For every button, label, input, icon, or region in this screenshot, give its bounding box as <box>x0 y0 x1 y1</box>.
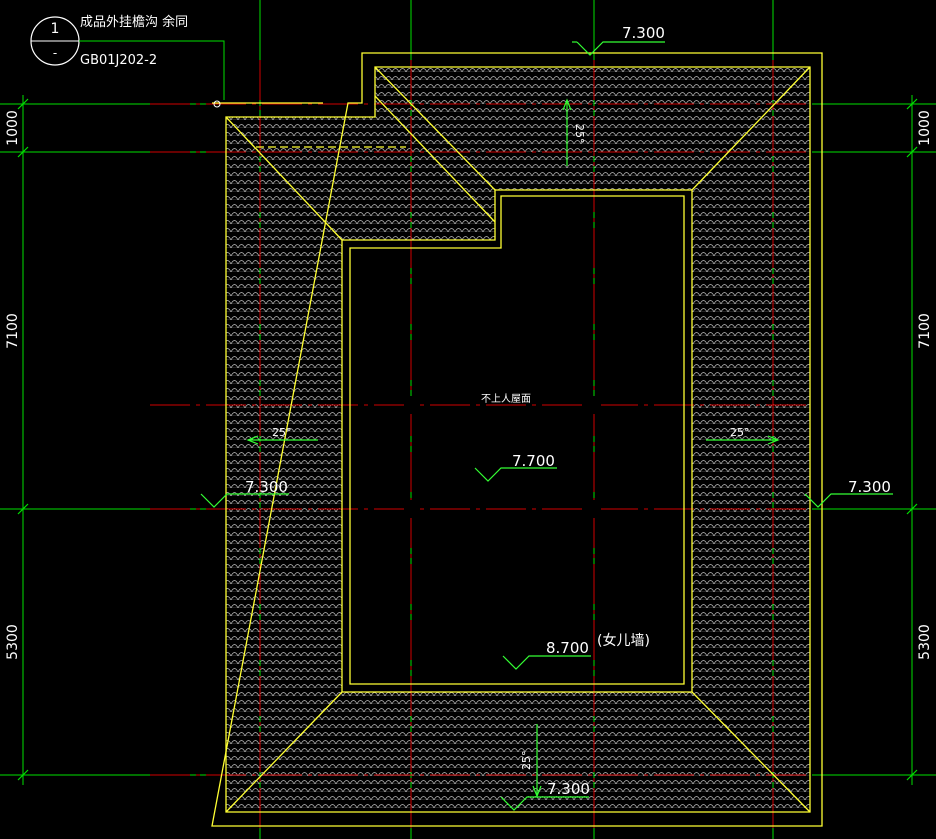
slope-arrow-left: 25° <box>246 426 318 445</box>
callout-number: 1 <box>51 21 60 37</box>
roof-outline <box>211 52 823 827</box>
slope-arrow-right: 25° <box>706 426 780 445</box>
dim-left-2: 7100 <box>5 313 21 349</box>
slope-left-value: 25° <box>272 426 292 439</box>
dimension-ticks <box>17 98 918 781</box>
dim-left-3: 5300 <box>5 624 21 660</box>
elevation-roof-deck-value: 7.700 <box>512 452 555 470</box>
roof-type-label: 不上人屋面 <box>481 393 531 405</box>
elevation-right-value: 7.300 <box>848 478 891 496</box>
elevation-parapet-value: 8.700 <box>546 639 589 657</box>
slope-arrow-bottom: 25° <box>520 724 542 798</box>
elevation-bottom: 7.300 <box>500 780 590 811</box>
dim-right-2: 7100 <box>917 313 933 349</box>
elevation-top: 7.300 <box>572 24 665 56</box>
elevation-top-value: 7.300 <box>622 24 665 42</box>
slope-bottom-value: 25° <box>520 751 533 771</box>
callout-note: 成品外挂檐沟 余同 <box>80 14 188 30</box>
right-dimension-labels: 1000 7100 5300 <box>917 110 933 660</box>
elevation-left: 7.300 <box>200 478 289 508</box>
slope-right-value: 25° <box>730 426 750 439</box>
detail-callout: 1 - 成品外挂檐沟 余同 GB01J202-2 <box>30 14 225 100</box>
deck-column-markers <box>404 396 601 518</box>
left-dimension-labels: 1000 7100 5300 <box>5 110 21 660</box>
center-lines <box>150 60 812 830</box>
corner-marker <box>213 100 221 108</box>
slope-top-value: 25° <box>573 124 586 144</box>
tiled-roof-area <box>226 67 810 812</box>
dim-right-3: 5300 <box>917 624 933 660</box>
parapet-note: (女儿墙) <box>597 632 650 649</box>
elevation-parapet: 8.700 (女儿墙) <box>502 632 650 670</box>
elevation-left-value: 7.300 <box>245 478 288 496</box>
elevation-bottom-value: 7.300 <box>547 780 590 798</box>
elevation-roof-deck: 7.700 <box>474 452 557 482</box>
callout-reference: GB01J202-2 <box>80 53 157 68</box>
elevation-right: 7.300 <box>804 478 893 508</box>
callout-sheet: - <box>53 46 57 60</box>
slope-arrow-top: 25° <box>562 98 586 166</box>
dim-left-1: 1000 <box>5 110 21 146</box>
dim-right-1: 1000 <box>917 110 933 146</box>
